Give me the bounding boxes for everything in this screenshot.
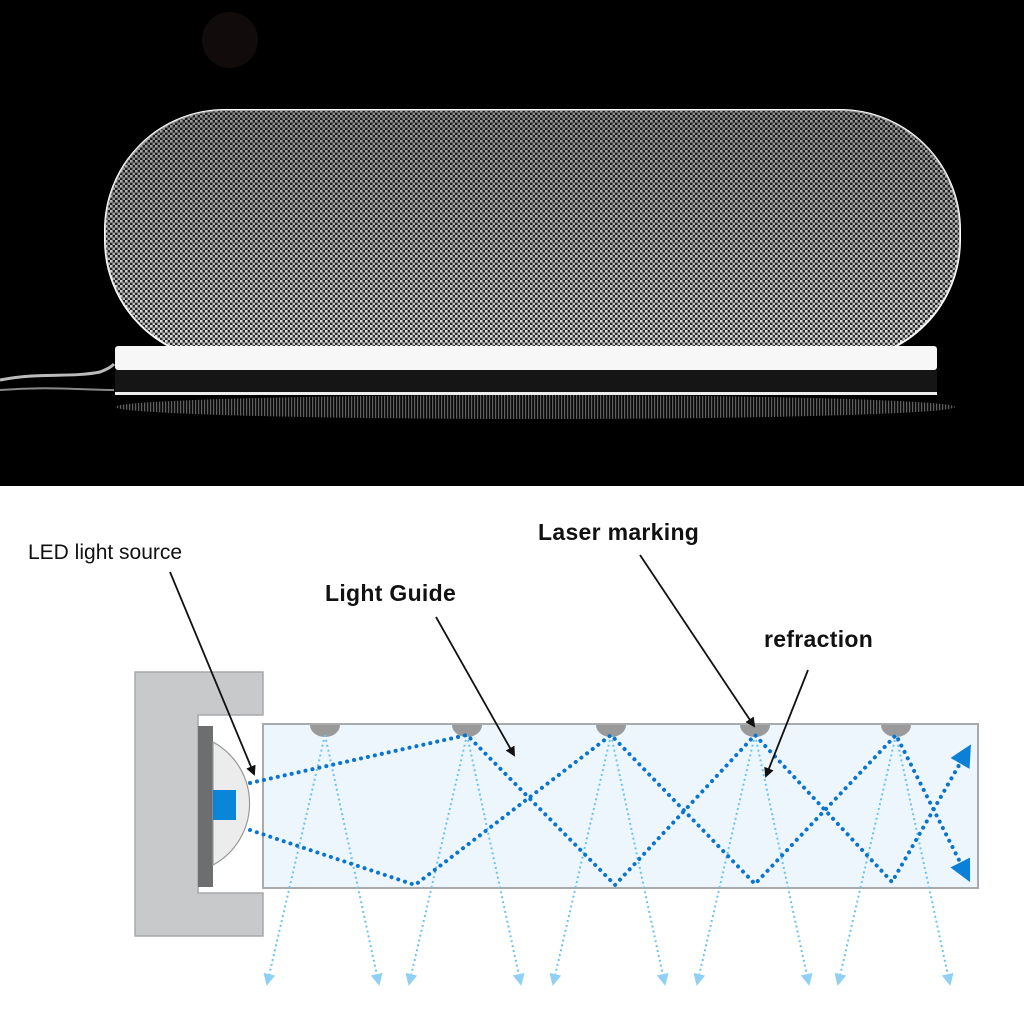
reflected-light-path [248,732,971,888]
base-reflection [115,395,955,419]
emitted-light-ray [466,734,525,986]
power-cable [0,362,116,382]
light-guide-label: Light Guide [325,580,457,606]
refraction-label: refraction [764,626,874,652]
laser-marking-dot [596,725,626,737]
laser-marking-callout-arrow [639,554,756,728]
led-light-source-label: LED light source [28,541,183,564]
emitted-light-ray [610,734,669,986]
laser-marking-dot [310,725,340,737]
emitted-light-ray [324,734,383,986]
product-photo [0,0,1024,486]
acrylic-lamp-photo [0,12,961,419]
refraction-callout-arrow [764,669,809,778]
reflected-light-path [248,731,971,888]
diagram-canvas [134,554,979,986]
led-callout-arrow [169,571,256,776]
light-guide-callout-arrow [435,616,515,757]
emitted-light-ray [549,734,612,986]
light-guide-diagram: LED light source Light Guide Laser marki… [0,486,1024,1024]
emitted-light-ray [693,734,756,986]
emitted-light-ray [263,734,326,986]
emitted-light-ray [405,734,468,986]
base-body [115,370,937,392]
emitted-light-ray [754,734,813,986]
emitted-light-ray [834,734,897,986]
laser-marking-label: Laser marking [538,519,700,545]
laser-marking-dot [452,725,482,737]
laser-marking-dot [881,725,911,737]
led-base-light-bar [115,346,937,370]
housing-bracket [134,671,264,937]
led-base-board [198,726,213,887]
emitted-light-ray [895,734,954,986]
led-chip [213,790,236,820]
light-guide-plate [262,723,979,889]
laser-marking-dot [740,725,770,737]
